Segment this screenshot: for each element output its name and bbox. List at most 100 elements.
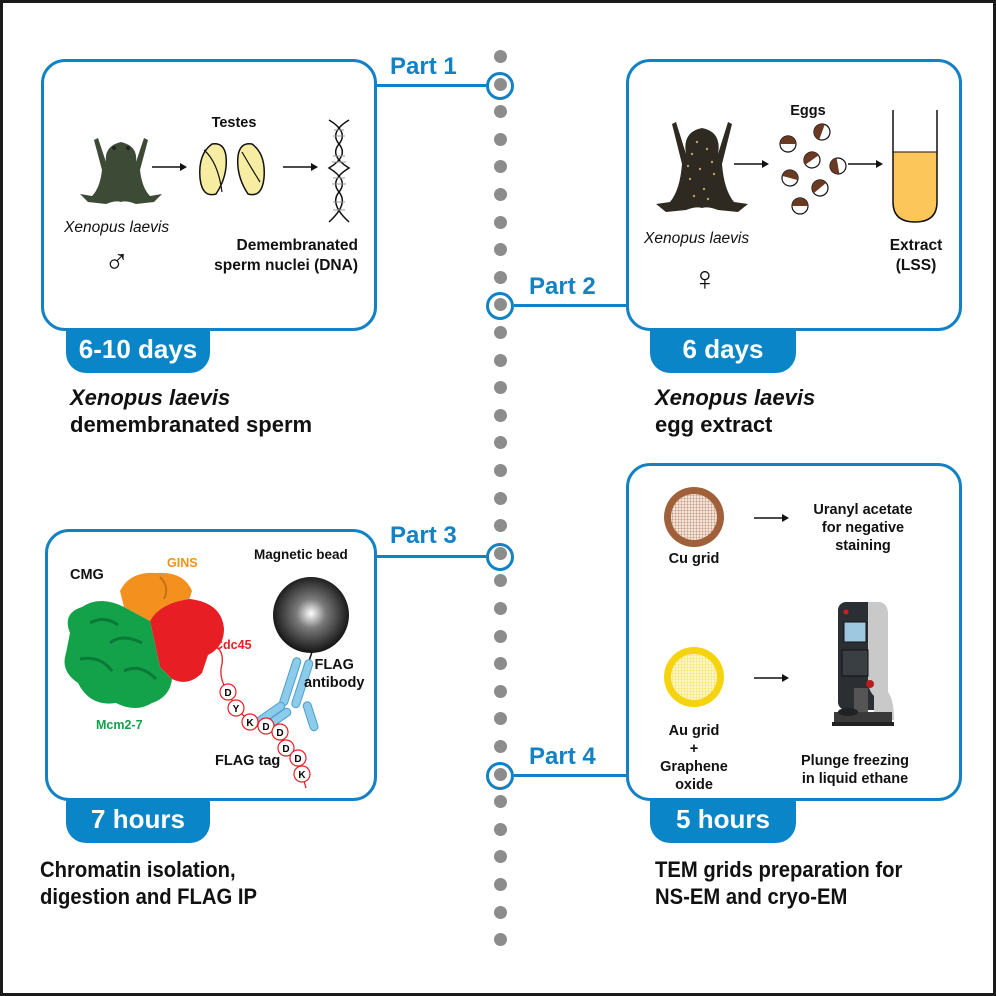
part4-caption-line2: NS-EM and cryo-EM bbox=[655, 884, 848, 909]
plunge-freezing-label: Plunge freezing in liquid ethane bbox=[790, 752, 920, 788]
au-grid-line1: Au grid bbox=[668, 723, 720, 739]
female-frog-image bbox=[656, 122, 748, 212]
timeline-dot bbox=[494, 905, 507, 919]
svg-text:D: D bbox=[224, 688, 231, 699]
uranyl-line2: for negative bbox=[821, 520, 905, 536]
egg-icon bbox=[829, 157, 847, 175]
male-symbol: ♂ bbox=[104, 243, 130, 281]
timeline-dot bbox=[494, 657, 507, 671]
timeline-dot bbox=[494, 464, 507, 477]
product-label-line1: Demembranated bbox=[236, 237, 358, 254]
svg-text:K: K bbox=[246, 718, 254, 729]
svg-text:Y: Y bbox=[233, 704, 240, 715]
part2-timeline-marker bbox=[486, 292, 514, 320]
timeline-dot bbox=[494, 684, 507, 698]
timeline-dot bbox=[494, 326, 507, 339]
part1-caption-line1: Xenopus laevis bbox=[70, 384, 312, 411]
part2-caption-line2: egg extract bbox=[655, 412, 773, 437]
part4-duration-badge: 5 hours bbox=[650, 799, 796, 843]
flag-antibody-label: FLAG antibody bbox=[304, 656, 364, 692]
part2-duration-badge: 6 days bbox=[650, 329, 796, 373]
extract-label: Extract (LSS) bbox=[876, 236, 956, 276]
part2-caption-line1: Xenopus laevis bbox=[655, 384, 815, 411]
plunge-line2: in liquid ethane bbox=[801, 771, 909, 787]
dna-helix-icon bbox=[327, 119, 351, 223]
timeline-dot bbox=[494, 160, 507, 174]
svg-text:D: D bbox=[282, 744, 289, 755]
part1-caption-species: Xenopus laevis bbox=[70, 385, 231, 410]
part1-connector bbox=[375, 84, 488, 87]
timeline-dot bbox=[494, 408, 507, 422]
extract-label-line2: (LSS) bbox=[895, 257, 937, 274]
part2-caption: Xenopus laevis egg extract bbox=[655, 384, 815, 438]
cu-grid-label: Cu grid bbox=[668, 551, 720, 567]
arrow-icon bbox=[848, 160, 883, 168]
egg-icon bbox=[781, 169, 799, 187]
timeline-dot bbox=[494, 933, 507, 947]
timeline-dot bbox=[494, 740, 507, 753]
magnetic-bead-label: Magnetic bead bbox=[254, 547, 348, 562]
timeline-dot bbox=[494, 215, 507, 229]
flag-tag-label: FLAG tag bbox=[215, 753, 281, 769]
product-label-line2: sperm nuclei (DNA) bbox=[214, 257, 358, 274]
organism-label: Xenopus laevis bbox=[64, 219, 170, 236]
timeline-dot bbox=[494, 381, 507, 395]
vitrobot-image bbox=[832, 602, 894, 726]
part1-caption: Xenopus laevis demembranated sperm bbox=[70, 384, 312, 438]
test-tube-icon bbox=[892, 110, 938, 223]
magnetic-bead-icon bbox=[273, 577, 349, 653]
testes-label: Testes bbox=[211, 115, 257, 131]
part3-caption-line1: Chromatin isolation, bbox=[40, 857, 236, 882]
part3-connector bbox=[375, 555, 488, 558]
part4-connector bbox=[514, 774, 628, 777]
timeline-dot bbox=[494, 602, 507, 615]
organism-label: Xenopus laevis bbox=[644, 230, 750, 247]
flag-tag-residue: D bbox=[271, 723, 289, 741]
flag-tag-residue: D bbox=[219, 683, 237, 701]
flag-tag-residue: Y bbox=[227, 699, 245, 717]
arrow-icon bbox=[283, 163, 318, 171]
timeline-dot bbox=[494, 353, 507, 367]
mcm-label: Mcm2-7 bbox=[96, 718, 143, 732]
uranyl-acetate-label: Uranyl acetate for negative staining bbox=[808, 501, 918, 555]
female-symbol: ♀ bbox=[692, 260, 718, 298]
extract-label-line1: Extract bbox=[889, 237, 943, 254]
cmg-complex-icon bbox=[64, 572, 224, 708]
timeline-dot bbox=[494, 795, 507, 809]
timeline-dot bbox=[494, 105, 507, 119]
cmg-label: CMG bbox=[70, 567, 104, 583]
product-label: Demembranated sperm nuclei (DNA) bbox=[190, 236, 358, 276]
flag-tag-residue: K bbox=[293, 765, 311, 783]
flag-tag-residue: K bbox=[241, 713, 259, 731]
part1-duration-badge: 6-10 days bbox=[66, 329, 210, 373]
au-grid-line2: + bbox=[689, 741, 699, 757]
egg-icon bbox=[811, 179, 829, 197]
part4-timeline-marker bbox=[486, 762, 514, 790]
uranyl-line1: Uranyl acetate bbox=[813, 502, 913, 518]
part3-timeline-marker bbox=[486, 543, 514, 571]
flag-antibody-icon bbox=[253, 651, 319, 733]
part3-caption: Chromatin isolation, digestion and FLAG … bbox=[40, 856, 257, 910]
part2-caption-species: Xenopus laevis bbox=[655, 385, 816, 410]
au-grid-icon bbox=[664, 647, 724, 707]
eggs-label: Eggs bbox=[790, 103, 826, 119]
cdc45-label: Cdc45 bbox=[214, 638, 252, 652]
part3-duration-badge: 7 hours bbox=[66, 799, 210, 843]
part2-label: Part 2 bbox=[529, 273, 596, 300]
timeline-dot bbox=[494, 436, 507, 450]
part1-timeline-marker bbox=[486, 72, 514, 100]
cu-grid-icon bbox=[664, 487, 724, 547]
egg-icon bbox=[791, 197, 809, 215]
svg-text:D: D bbox=[294, 754, 301, 765]
part2-connector bbox=[514, 304, 628, 307]
egg-icon bbox=[803, 151, 821, 169]
part3-label: Part 3 bbox=[390, 522, 457, 549]
part4-caption: TEM grids preparation for NS-EM and cryo… bbox=[655, 856, 902, 910]
svg-text:D: D bbox=[262, 722, 269, 733]
arrow-icon bbox=[754, 514, 789, 522]
male-frog-image bbox=[80, 138, 162, 204]
eggs-icon bbox=[779, 123, 847, 215]
timeline-dot bbox=[494, 850, 507, 864]
timeline-dot bbox=[494, 50, 507, 63]
au-grid-line4: oxide bbox=[675, 777, 713, 793]
